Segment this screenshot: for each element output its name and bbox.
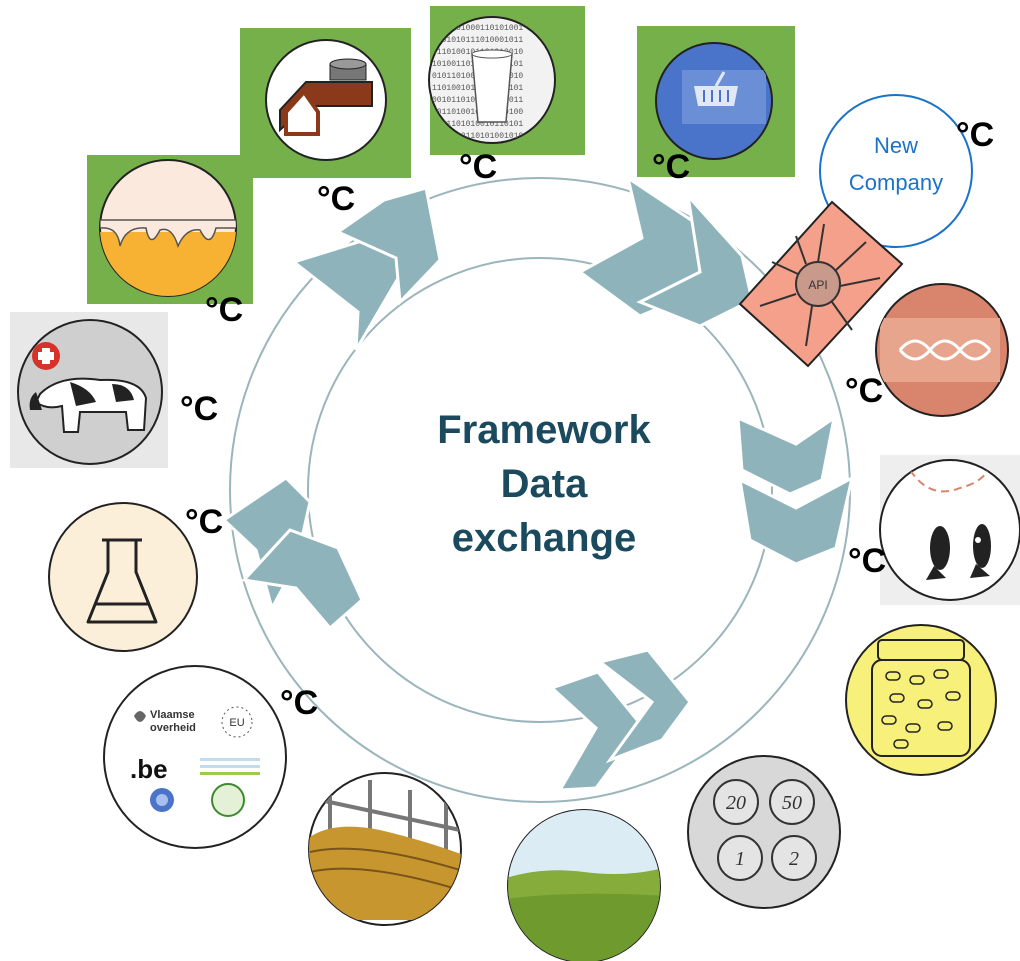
center-title: Framework Data exchange xyxy=(437,408,651,560)
partner-logos-icon: Vlaamse overheid EU .be xyxy=(130,706,260,817)
barn-tile xyxy=(240,28,411,178)
flow-arrow xyxy=(738,475,855,566)
pill-jar-icon xyxy=(871,639,971,757)
svg-text:0101101000110101001: 0101101000110101001 xyxy=(432,24,523,33)
eu-logo: EU xyxy=(229,717,244,729)
api-network-icon xyxy=(759,223,881,347)
vlaamse-logo-line1: Vlaamse xyxy=(150,709,195,721)
dna-node xyxy=(875,283,1009,417)
degree-label: °C xyxy=(205,291,243,329)
svg-text:20: 20 xyxy=(726,792,746,814)
sick-cow-icon xyxy=(29,342,148,433)
svg-text:0101101010010110101: 0101101010010110101 xyxy=(432,120,523,129)
svg-text:1: 1 xyxy=(735,848,745,870)
grass-field-icon xyxy=(508,810,660,961)
pills-node xyxy=(845,624,997,776)
svg-text:1001010111010001011: 1001010111010001011 xyxy=(432,36,523,45)
degree-label: °C xyxy=(317,180,355,218)
partner-logos-node: Vlaamse overheid EU .be xyxy=(103,665,287,849)
svg-text:1010010110101001010: 1010010110101001010 xyxy=(432,132,523,141)
shopping-basket-icon xyxy=(682,70,766,124)
temperature-markers: °C °C °C °C °C °C °C °C °C °C xyxy=(180,116,994,722)
center-title-line2: Data xyxy=(501,462,588,506)
sick-cow-node xyxy=(10,312,168,468)
api-node: API xyxy=(738,200,904,368)
flow-arrow xyxy=(549,670,644,792)
degree-label: °C xyxy=(848,542,886,580)
svg-text:2: 2 xyxy=(789,848,799,870)
grass-node xyxy=(507,809,661,961)
new-company-line1: New xyxy=(874,133,918,158)
degree-label: °C xyxy=(185,503,223,541)
degree-label: °C xyxy=(956,116,994,154)
milk-glass-icon: 0101101000110101001 1001010111010001011 … xyxy=(432,24,523,141)
flow-arrows xyxy=(221,174,855,792)
fish-node xyxy=(879,455,1020,605)
lab-flask-icon xyxy=(86,538,158,624)
flow-arrow xyxy=(240,528,364,631)
egg-yolk-tile xyxy=(87,155,253,304)
flow-arrow xyxy=(334,186,442,306)
basket-tile xyxy=(637,26,795,177)
flow-arrow xyxy=(736,414,837,496)
degree-label: °C xyxy=(180,390,218,428)
center-title-line1: Framework xyxy=(437,408,651,452)
degree-label: °C xyxy=(652,148,690,186)
degree-label: °C xyxy=(280,684,318,722)
lab-node xyxy=(48,502,198,652)
svg-text:API: API xyxy=(808,278,827,292)
center-title-line3: exchange xyxy=(452,516,637,560)
coins-node: 20 50 1 2 xyxy=(687,755,841,909)
vlaamse-logo-line2: overheid xyxy=(150,722,196,734)
fish-icon xyxy=(909,460,991,580)
new-company-node: New Company xyxy=(819,94,973,248)
new-company-line2: Company xyxy=(849,170,943,195)
milk-tile: 0101101000110101001 1001010111010001011 … xyxy=(428,6,585,155)
degree-label: °C xyxy=(459,148,497,186)
coins-icon: 20 50 1 2 xyxy=(713,779,817,881)
be-logo: .be xyxy=(130,754,168,784)
barn-icon xyxy=(279,58,373,136)
flow-arrow xyxy=(636,191,754,328)
svg-text:50: 50 xyxy=(782,792,802,814)
hay-bale-icon xyxy=(309,773,461,920)
dna-icon xyxy=(880,318,1000,382)
degree-label: °C xyxy=(845,372,883,410)
flow-arrow xyxy=(596,648,692,764)
hay-node xyxy=(308,772,462,926)
